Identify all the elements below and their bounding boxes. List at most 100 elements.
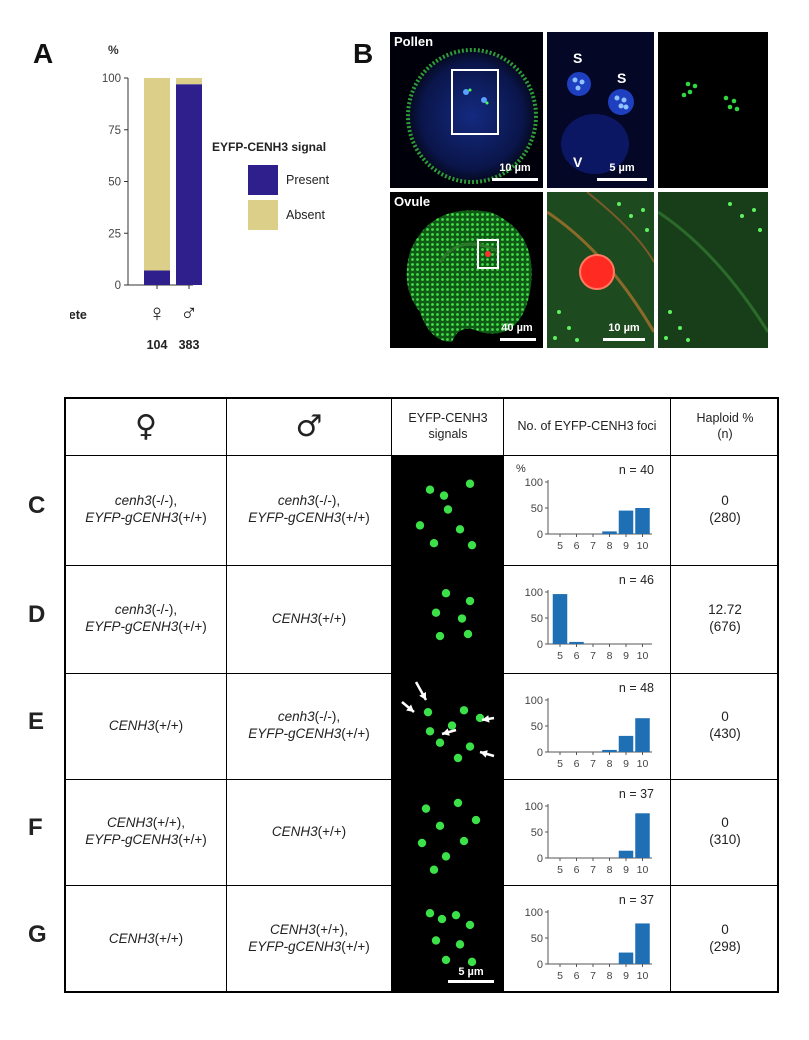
row-letter: D xyxy=(28,601,46,628)
row-letter: C xyxy=(28,492,46,519)
eyfp-foci-drawing xyxy=(431,589,475,641)
y-tick-label: 50 xyxy=(531,613,543,625)
eyfp-foci-drawing xyxy=(425,909,477,967)
panel-b-letter: B xyxy=(353,38,374,69)
x-tick-label: 10 xyxy=(637,650,649,662)
scale-label: 5 µm xyxy=(609,162,635,174)
scale-label: 40 µm xyxy=(501,322,533,334)
y-tick-label: 50 xyxy=(531,933,543,945)
ovule-eyfp-image xyxy=(658,192,768,348)
panel-a-letter: A xyxy=(33,38,54,69)
x-tick-label: 9 xyxy=(623,650,629,662)
y-tick-label: 100 xyxy=(525,801,543,813)
legend-swatch-present xyxy=(248,165,278,195)
x-tick-label: 5 xyxy=(557,864,563,876)
scale-bar xyxy=(597,178,647,181)
scale-label: 5 µm xyxy=(458,966,484,978)
row-divider xyxy=(66,779,777,780)
eyfp-focus xyxy=(435,631,445,641)
genotype-line: cenh3(-/-), xyxy=(278,709,340,726)
eyfp-focus xyxy=(453,753,463,763)
histogram-bar xyxy=(602,531,617,534)
eyfp-focus xyxy=(429,539,439,548)
y-tick-label: 100 xyxy=(525,695,543,707)
sperm-label: S xyxy=(573,50,583,66)
y-tick-label: 50 xyxy=(531,827,543,839)
foci-header: No. of EYFP-CENH3 foci xyxy=(517,419,657,434)
haploid-percent: 0 xyxy=(721,709,729,725)
pollen-label: Pollen xyxy=(394,34,434,49)
eyfp-focus xyxy=(463,629,473,639)
gene-name: CENH3 xyxy=(269,922,316,938)
scale-label: 10 µm xyxy=(499,162,531,174)
gamete-label: Gamete xyxy=(70,308,87,322)
histogram-bar xyxy=(569,641,584,644)
eyfp-focus xyxy=(465,920,475,930)
ovule-label: Ovule xyxy=(394,194,431,209)
eyfp-focus xyxy=(417,838,427,848)
zygosity: (+/+) xyxy=(341,939,370,954)
eyfp-foci-drawing xyxy=(417,798,481,874)
y-tick-label: 0 xyxy=(115,280,121,292)
eyfp-foci-image: 5 µm xyxy=(392,886,503,993)
eyfp-focus xyxy=(439,491,449,500)
gene-name: cenh3 xyxy=(277,493,315,509)
gamete-symbol: ♀ xyxy=(148,300,166,327)
y-tick-label: 100 xyxy=(525,907,543,919)
haploid-count: (676) xyxy=(709,619,741,634)
haploid-percent: 0 xyxy=(721,815,729,831)
legend-label-absent: Absent xyxy=(286,208,325,222)
zygosity: (+/+) xyxy=(178,510,207,525)
gene-name: EYFP-gCENH3 xyxy=(248,726,342,741)
haploid-cell: 0(310) xyxy=(671,779,779,885)
eyfp-focus xyxy=(447,721,457,730)
x-tick-label: 9 xyxy=(623,864,629,876)
legend-label-present: Present xyxy=(286,173,330,187)
x-tick-label: 6 xyxy=(574,758,580,770)
eyfp-focus xyxy=(465,596,475,606)
haploid-cell: 12.72(676) xyxy=(671,565,779,673)
eyfp-focus xyxy=(457,614,467,623)
x-tick-label: 5 xyxy=(557,970,563,982)
row-letter: E xyxy=(28,708,45,735)
legend-swatch-absent xyxy=(248,200,278,230)
x-tick-label: 6 xyxy=(574,970,580,982)
sample-size-label: n = 48 xyxy=(619,681,654,695)
genotype-line: CENH3(+/+) xyxy=(109,718,183,735)
eyfp-foci-image xyxy=(392,456,503,565)
pollen-zoom-image: S S V 5 µm xyxy=(547,32,654,188)
eyfp-foci-drawing xyxy=(401,681,495,763)
ovule-overview-drawing xyxy=(406,210,532,342)
female-genotype-cell: CENH3(+/+) xyxy=(66,673,226,779)
eyfp-focus xyxy=(421,804,431,813)
column-divider xyxy=(670,399,671,991)
sperm-label: S xyxy=(617,70,627,86)
genotype-line: EYFP-gCENH3(+/+) xyxy=(248,939,370,956)
histogram-unit: % xyxy=(516,463,526,475)
y-tick-label: 100 xyxy=(102,73,121,85)
y-tick-label: 0 xyxy=(537,747,543,759)
gene-name: EYFP-gCENH3 xyxy=(248,510,342,525)
bar-segment-absent xyxy=(176,78,202,85)
sample-size-label: n = 37 xyxy=(619,893,654,907)
x-tick-label: 8 xyxy=(607,540,613,552)
row-divider xyxy=(66,455,777,456)
gene-name: CENH3 xyxy=(271,823,318,839)
female-genotype-cell: CENH3(+/+) xyxy=(66,885,226,993)
genotype-line: CENH3(+/+), xyxy=(107,815,185,832)
genotype-line: cenh3(-/-), xyxy=(115,493,177,510)
pollen-overview-drawing xyxy=(406,48,538,184)
eyfp-focus xyxy=(425,485,435,494)
y-tick-label: 75 xyxy=(108,125,121,137)
eyfp-foci-drawing xyxy=(415,479,477,550)
male-genotype-cell: CENH3(+/+),EYFP-gCENH3(+/+) xyxy=(227,885,391,993)
x-tick-label: 9 xyxy=(623,540,629,552)
eyfp-focus xyxy=(459,836,469,846)
eyfp-focus xyxy=(465,479,475,488)
gene-name: cenh3 xyxy=(277,709,315,725)
haploid-cell: 0(430) xyxy=(671,673,779,779)
arrow-head xyxy=(406,704,414,712)
